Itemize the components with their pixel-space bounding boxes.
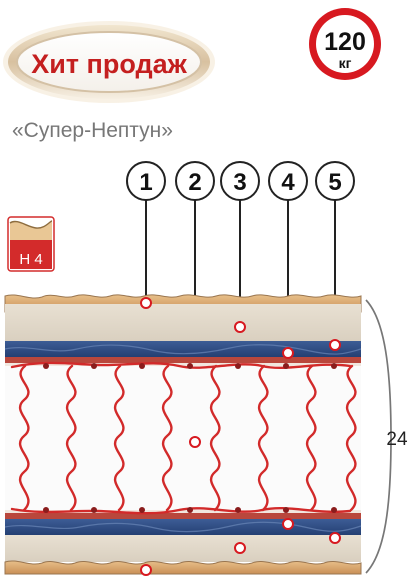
weight-unit: кг <box>339 55 352 71</box>
marker-3: 3 <box>220 161 260 201</box>
hardness-label: H 4 <box>19 251 42 268</box>
marker-5: 5 <box>315 161 355 201</box>
marker-2-label: 2 <box>188 169 201 196</box>
marker-2: 2 <box>175 161 215 201</box>
marker-3-label: 3 <box>233 169 246 196</box>
product-name: «Супер-Нептун» <box>12 119 173 142</box>
pointer-dots <box>140 297 341 576</box>
hit-badge-label: Хит продаж <box>31 49 187 79</box>
marker-1-label: 1 <box>139 169 152 196</box>
weight-limit-badge: 120 кг <box>309 8 381 80</box>
height-value: 24 <box>386 429 408 450</box>
marker-4: 4 <box>268 161 308 201</box>
hardness-icon: H 4 <box>7 216 55 272</box>
spring-clips <box>43 363 337 513</box>
height-brace: 24 <box>365 299 408 574</box>
hit-badge: Хит продаж <box>3 21 215 103</box>
weight-value: 120 <box>324 28 366 56</box>
layer-markers: 1 2 3 4 5 <box>126 161 355 201</box>
marker-1: 1 <box>126 161 166 201</box>
mattress-body <box>4 294 362 575</box>
marker-5-label: 5 <box>328 169 341 196</box>
marker-4-label: 4 <box>281 169 295 196</box>
